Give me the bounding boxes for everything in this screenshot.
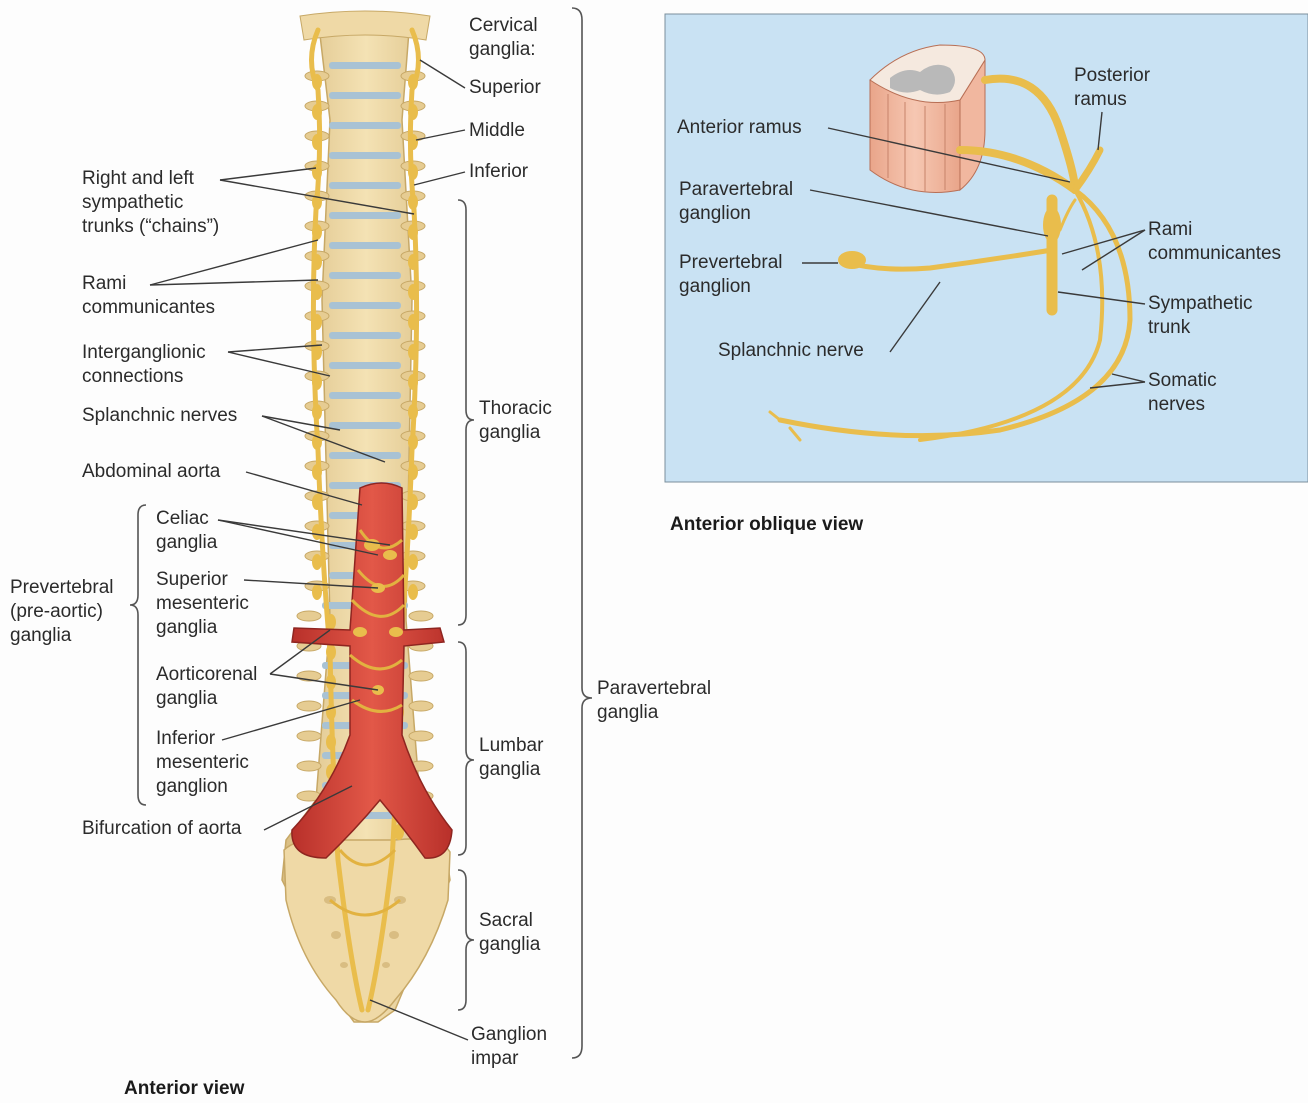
sympathetic-ganglion [408,104,418,120]
intervertebral-disc [329,452,401,459]
sympathetic-ganglion [312,254,322,270]
sympathetic-ganglion [312,524,322,540]
label-prevertebral-ganglia: Prevertebral (pre-aortic) ganglia [10,576,114,648]
label-splanchnic-nerve: Splanchnic nerve [718,339,864,363]
label-ganglion-impar: Ganglion impar [471,1023,547,1071]
sympathetic-ganglion [408,194,418,210]
label-lumbar-ganglia: Lumbar ganglia [479,734,543,782]
label-somatic-nerves: Somatic nerves [1148,369,1217,417]
transverse-process [409,731,433,741]
sympathetic-ganglion [408,224,418,240]
intervertebral-disc [329,392,401,399]
label-prevertebral-ganglion: Prevertebral ganglion [679,251,783,299]
transverse-process [409,611,433,621]
label-celiac-ganglia: Celiac ganglia [156,507,217,555]
sympathetic-ganglion [312,494,322,510]
sympathetic-ganglion [312,464,322,480]
sympathetic-ganglion [312,164,322,180]
intervertebral-disc [329,152,401,159]
sympathetic-ganglion [312,284,322,300]
label-rami-communicantes: Rami communicantes [82,272,215,320]
sympathetic-ganglion [408,494,418,510]
intervertebral-disc [329,62,401,69]
intervertebral-disc [329,302,401,309]
label-inferior-mesenteric-ganglion: Inferior mesenteric ganglion [156,727,249,799]
sympathetic-ganglion [312,554,322,570]
sympathetic-ganglion [408,374,418,390]
sympathetic-ganglion [408,464,418,480]
label-aorticorenal-ganglia: Aorticorenal ganglia [156,663,257,711]
intervertebral-disc [329,182,401,189]
sympathetic-ganglion [312,104,322,120]
label-interganglionic-connections: Interganglionic connections [82,341,206,389]
caption-anterior-oblique-view: Anterior oblique view [670,514,863,536]
label-rami-communicantes-oblique: Rami communicantes [1148,218,1281,266]
sympathetic-ganglion [326,644,336,660]
sympathetic-ganglion [408,134,418,150]
sympathetic-ganglion [312,584,322,600]
sympathetic-ganglion [326,704,336,720]
sympathetic-ganglion [326,614,336,630]
intervertebral-disc [329,122,401,129]
sympathetic-ganglion [408,314,418,330]
label-bifurcation-of-aorta: Bifurcation of aorta [82,817,241,841]
intervertebral-disc [329,212,401,219]
label-sacral-ganglia: Sacral ganglia [479,909,540,957]
sympathetic-ganglion [408,524,418,540]
intervertebral-disc [329,362,401,369]
transverse-process [297,701,321,711]
label-anterior-ramus: Anterior ramus [677,116,802,140]
sympathetic-ganglion [312,224,322,240]
sympathetic-ganglion [408,344,418,360]
transverse-process [409,671,433,681]
label-superior-mesenteric-ganglia: Superior mesenteric ganglia [156,568,249,640]
sympathetic-ganglion [312,134,322,150]
sympathetic-ganglion [408,74,418,90]
intervertebral-disc [329,332,401,339]
label-paravertebral-ganglia: Paravertebral ganglia [597,677,711,725]
sympathetic-ganglion [408,404,418,420]
label-cervical-ganglia: Cervical ganglia: [469,14,538,62]
transverse-process [409,701,433,711]
sympathetic-ganglion [326,734,336,750]
sympathetic-ganglion [312,314,322,330]
sympathetic-ganglion [408,434,418,450]
label-splanchnic-nerves: Splanchnic nerves [82,404,237,428]
sympathetic-ganglion [408,284,418,300]
transverse-process [297,731,321,741]
label-posterior-ramus: Posterior ramus [1074,64,1150,112]
label-sympathetic-trunks: Right and left sympathetic trunks (“chai… [82,167,219,239]
label-middle-cervical: Middle [469,119,525,143]
sympathetic-ganglion [312,344,322,360]
label-superior-cervical: Superior [469,76,541,100]
label-inferior-cervical: Inferior [469,160,528,184]
intervertebral-disc [329,272,401,279]
sympathetic-ganglion [408,554,418,570]
sympathetic-ganglion [312,74,322,90]
caption-anterior-view: Anterior view [124,1078,244,1100]
sympathetic-ganglion [312,404,322,420]
sympathetic-ganglion [408,584,418,600]
sympathetic-ganglion [312,374,322,390]
transverse-process [297,611,321,621]
intervertebral-disc [329,242,401,249]
label-paravertebral-ganglion: Paravertebral ganglion [679,178,793,226]
sympathetic-ganglion [408,254,418,270]
label-thoracic-ganglia: Thoracic ganglia [479,397,552,445]
intervertebral-disc [329,92,401,99]
transverse-process [297,761,321,771]
intervertebral-disc [329,422,401,429]
label-sympathetic-trunk: Sympathetic trunk [1148,292,1253,340]
label-abdominal-aorta: Abdominal aorta [82,460,220,484]
sympathetic-ganglion [408,164,418,180]
